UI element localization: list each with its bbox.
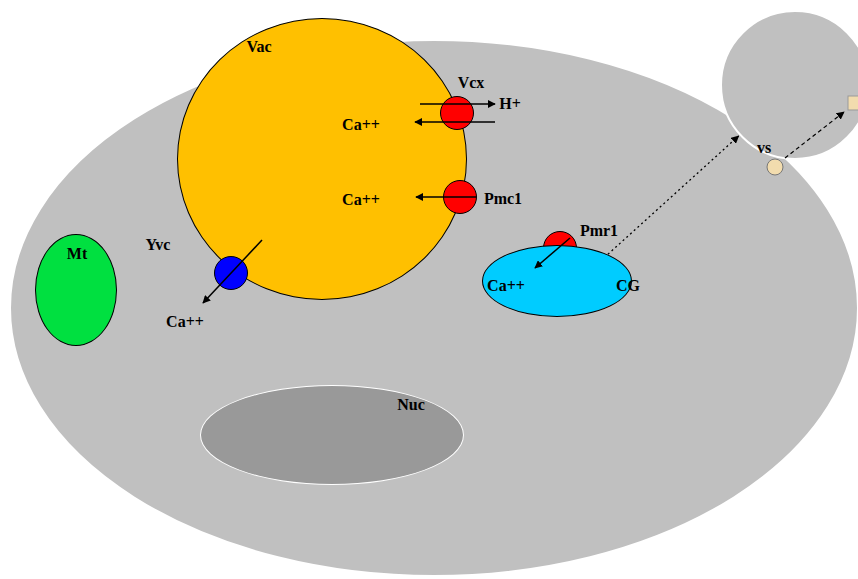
transport-connector: [608, 136, 739, 254]
golgi-compartment: Ca++CG: [482, 245, 632, 317]
node-label: vs: [757, 140, 771, 156]
node-label: Vac: [246, 39, 271, 55]
secreted-vesicle: [848, 96, 858, 110]
secretion-arrow: [785, 112, 844, 158]
calcium-arrow: [203, 240, 262, 303]
nucleus: Nuc: [200, 385, 464, 485]
node-label: Vcx: [458, 75, 485, 91]
bud: vs: [720, 10, 858, 160]
vesicle: [767, 159, 783, 175]
calcium-arrow: [416, 196, 476, 198]
ion-label: Ca++: [166, 314, 204, 330]
node-label: Nuc: [397, 397, 425, 413]
node-label: CG: [616, 278, 640, 294]
node-label: Pmr1: [580, 223, 618, 239]
calcium-arrow: [415, 121, 495, 123]
vacuole: VacCa++ Ca++: [177, 18, 467, 300]
node-label: Yvc: [146, 237, 171, 253]
node-label: Ca++: [487, 278, 525, 294]
node-label: Ca++: [342, 192, 380, 208]
proton-arrow: [420, 103, 495, 105]
node-label: Mt: [67, 246, 87, 262]
mitochondrion: Mt: [35, 234, 117, 346]
calcium-arrow: [535, 238, 570, 268]
node-label: Ca++: [342, 117, 380, 133]
exchanger-protein: Vcx: [440, 96, 474, 130]
node-label: Pmc1: [484, 191, 522, 207]
ion-label: H+: [499, 96, 521, 112]
